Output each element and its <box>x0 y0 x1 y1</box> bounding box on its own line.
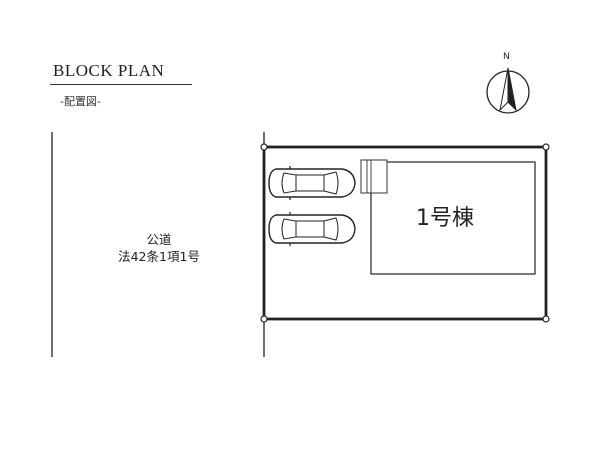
plan-subtitle: -配置図- <box>60 95 101 108</box>
car-icon <box>268 166 356 200</box>
boundary-marker <box>260 143 268 151</box>
road-classification: 法42条1項1号 <box>118 249 200 264</box>
entrance-steps <box>360 159 388 194</box>
building-label: 1号棟 <box>416 206 474 231</box>
boundary-marker <box>542 143 550 151</box>
title-underline <box>50 84 192 85</box>
plan-title: BLOCK PLAN <box>53 61 165 80</box>
north-label: N <box>503 52 510 62</box>
road-type: 公道 <box>146 232 172 247</box>
lot-boundary <box>262 145 548 321</box>
road-label: 公道 法42条1項1号 <box>104 231 214 265</box>
boundary-marker <box>542 315 550 323</box>
car-icon <box>268 212 356 246</box>
boundary-marker <box>260 315 268 323</box>
north-arrow-icon <box>486 67 530 114</box>
building-footprint <box>370 161 536 275</box>
